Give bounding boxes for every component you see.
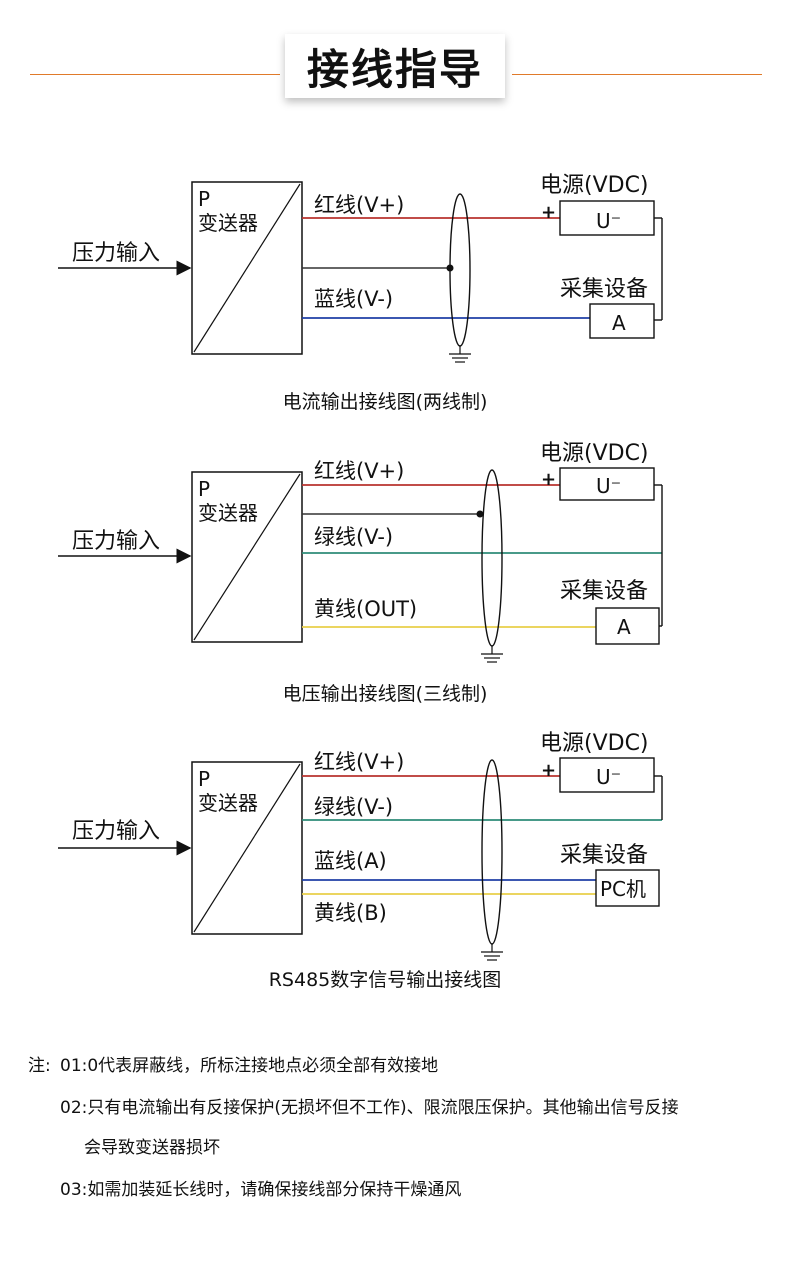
shield-loop xyxy=(481,759,503,945)
meter-label: A xyxy=(617,615,631,639)
wire-label: 蓝线(A) xyxy=(314,849,387,873)
wire-label: 绿线(V-) xyxy=(314,525,393,549)
acquisition-label: 采集设备 xyxy=(560,277,648,302)
transmitter-diagonal xyxy=(193,183,301,353)
meter-box xyxy=(595,607,660,645)
title-divider-right xyxy=(512,74,762,75)
power-label: 电源(VDC) xyxy=(540,173,649,198)
power-supply-symbol: U⁻ xyxy=(596,474,621,498)
wire-label: 红线(V+) xyxy=(314,750,404,774)
transmitter-label: 变送器 xyxy=(198,501,258,525)
diagram-caption: RS485数字信号输出接线图 xyxy=(269,969,502,991)
page-title: 接线指导 xyxy=(285,34,505,98)
pressure-input-label: 压力输入 xyxy=(72,241,160,266)
diagram-rs485-output: 压力输入 P 变送器 红线(V+) 绿线(V-) 蓝线(A) 黄线(B) 电源(… xyxy=(58,731,663,991)
transmitter-label: 变送器 xyxy=(198,211,258,235)
power-supply-box xyxy=(559,467,655,501)
wire-label: 蓝线(V-) xyxy=(314,287,393,311)
note-03: 03:如需加装延长线时，请确保接线部分保持干燥通风 xyxy=(60,1180,462,1200)
power-supply-symbol: U⁻ xyxy=(596,209,621,233)
transmitter-p-label: P xyxy=(198,477,210,501)
plus-sign: + xyxy=(541,202,556,223)
note-02: 02:只有电流输出有反接保护(无损坏但不工作)、限流限压保护。其他输出信号反接 xyxy=(60,1098,679,1118)
notes-prefix: 注: xyxy=(28,1056,51,1076)
transmitter-label: 变送器 xyxy=(198,791,258,815)
pressure-input-label: 压力输入 xyxy=(72,529,160,554)
power-supply-box xyxy=(559,757,655,793)
meter-label: A xyxy=(612,311,626,335)
note-02-continued: 会导致变送器损坏 xyxy=(84,1138,220,1158)
diagram-caption: 电压输出接线图(三线制) xyxy=(283,683,488,705)
note-01: 01:0代表屏蔽线，所标注接地点必须全部有效接地 xyxy=(60,1056,439,1076)
transmitter-p-label: P xyxy=(198,187,210,211)
wire-label: 黄线(OUT) xyxy=(314,597,417,621)
acquisition-label: 采集设备 xyxy=(560,579,648,604)
diagram-current-output: 压力输入 P 变送器 红线(V+) 蓝线(V-) 电源(VDC) + U⁻ 采集… xyxy=(58,173,663,413)
wire-label: 黄线(B) xyxy=(314,901,387,925)
shield-loop xyxy=(481,469,503,647)
acquisition-label: 采集设备 xyxy=(560,843,648,868)
diagram-caption: 电流输出接线图(两线制) xyxy=(283,391,488,413)
diagram-voltage-output: 压力输入 P 变送器 红线(V+) 绿线(V-) 黄线(OUT) 电源(VDC)… xyxy=(58,441,663,705)
pressure-input-label: 压力输入 xyxy=(72,819,160,844)
transmitter-p-label: P xyxy=(198,767,210,791)
plus-sign: + xyxy=(541,760,556,781)
title-area: 接线指导 xyxy=(0,0,790,120)
junction-dot xyxy=(476,510,484,518)
pc-label: PC机 xyxy=(600,877,646,901)
wire-label: 红线(V+) xyxy=(314,193,404,217)
power-label: 电源(VDC) xyxy=(540,731,649,756)
shield-loop xyxy=(449,193,471,347)
pc-box xyxy=(595,869,660,907)
power-supply-box xyxy=(559,200,655,236)
power-supply-symbol: U⁻ xyxy=(596,765,621,789)
wire-label: 红线(V+) xyxy=(314,459,404,483)
meter-box xyxy=(589,303,655,339)
power-label: 电源(VDC) xyxy=(540,441,649,466)
transmitter-diagonal xyxy=(193,763,301,933)
plus-sign: + xyxy=(541,469,556,490)
wire-label: 绿线(V-) xyxy=(314,795,393,819)
title-divider-left xyxy=(30,74,280,75)
transmitter-diagonal xyxy=(193,473,301,641)
